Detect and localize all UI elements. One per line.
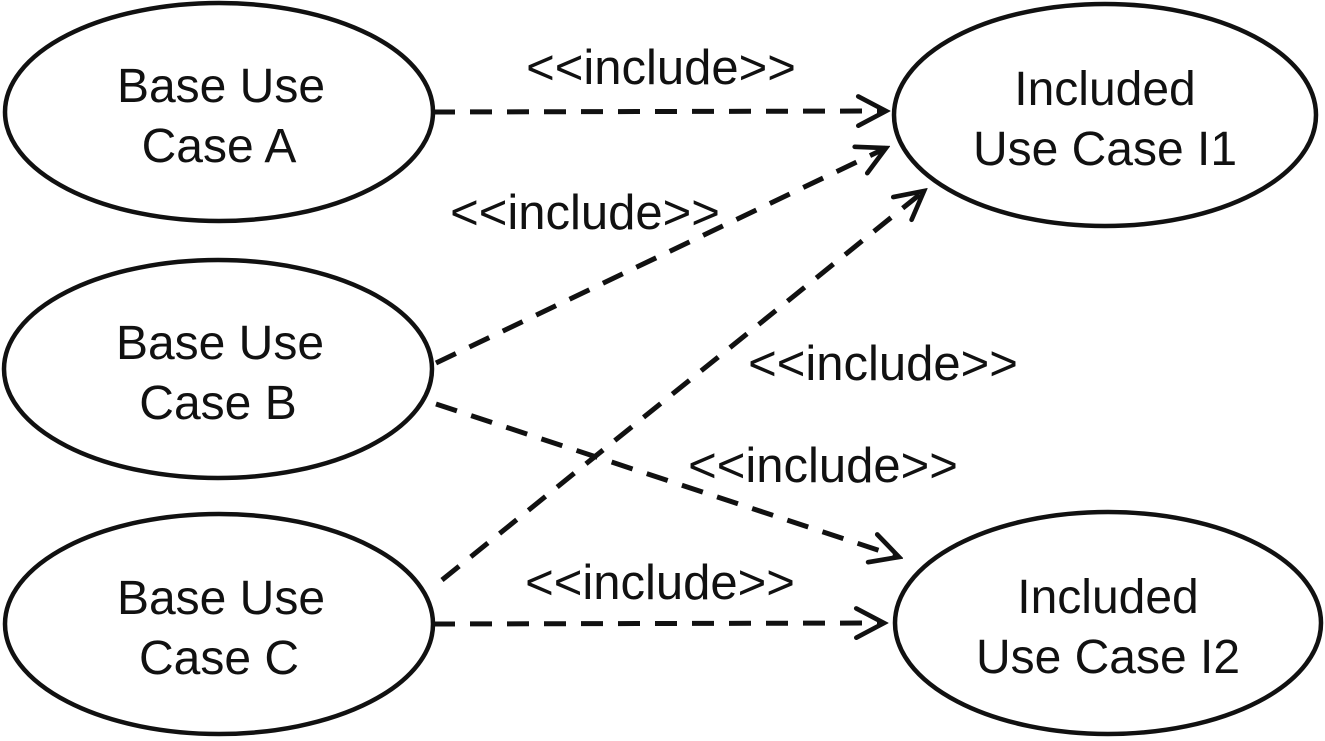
node-base-use-case-a: Base Use Case A [2,0,436,224]
include-stereotype-label: <<include>> [526,41,796,95]
use-case-ellipse [2,0,436,224]
include-stereotype-label: <<include>> [525,556,795,610]
dashed-arrow [432,623,884,624]
use-case-ellipse [891,1,1319,229]
node-included-use-case-i2: Included Use Case I2 [892,509,1324,737]
include-stereotype-label: <<include>> [748,337,1018,391]
dashed-arrow [440,191,924,582]
use-case-ellipse [1,257,435,481]
node-base-use-case-c: Base Use Case C [2,511,436,737]
use-case-name-line2: Use Case I1 [973,123,1237,176]
use-case-name-line2: Case C [139,632,299,685]
dashed-arrow [434,148,886,366]
node-base-use-case-b: Base Use Case B [1,257,435,481]
dashed-arrow [435,401,899,557]
dashed-arrow [432,111,886,112]
use-case-name-line1: Included [1014,63,1195,116]
use-case-name-line2: Case A [142,120,297,173]
use-case-name-line1: Included [1017,571,1198,624]
use-case-name-line1: Base Use [117,60,325,113]
edge-base-b-to-included-i2: <<include>> [435,401,958,557]
use-case-name-line2: Use Case I2 [976,631,1240,684]
node-included-use-case-i1: Included Use Case I1 [891,1,1319,229]
use-case-name-line1: Base Use [116,317,324,370]
edge-base-b-to-included-i1: <<include>> [434,148,886,366]
include-stereotype-label: <<include>> [688,439,958,493]
use-case-name-line1: Base Use [117,572,325,625]
edge-base-a-to-included-i1: <<include>> [432,41,886,112]
use-case-ellipse [2,511,436,737]
edge-base-c-to-included-i1: <<include>> [440,191,1018,582]
use-case-name-line2: Case B [139,377,296,430]
edge-base-c-to-included-i2: <<include>> [432,556,884,624]
use-case-ellipse [892,509,1324,737]
include-stereotype-label: <<include>> [450,186,720,240]
